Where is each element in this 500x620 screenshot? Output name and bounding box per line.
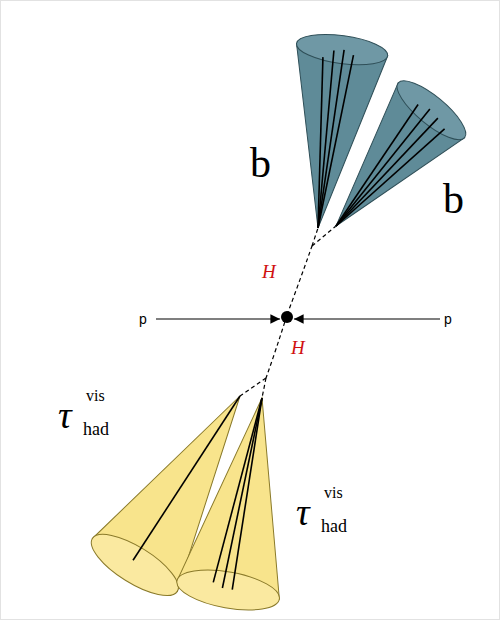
jet-label: b (443, 178, 464, 220)
jet-label: b (250, 142, 271, 184)
subscript: had (321, 517, 347, 535)
superscript: vis (324, 485, 343, 501)
tau-jet-cone (174, 389, 313, 617)
tau-symbol: τ (58, 396, 72, 434)
subscript: had (83, 420, 109, 438)
b-jet-cone (303, 72, 474, 253)
tau-symbol: τ (296, 493, 310, 531)
proton-beam (156, 318, 280, 319)
superscript: vis (86, 388, 105, 404)
particle-label: H (291, 338, 305, 357)
b-jet-cone (272, 30, 389, 235)
proton-beam (294, 318, 440, 319)
beam-label: p (444, 312, 452, 326)
beam-label: p (139, 312, 147, 326)
particle-label: H (262, 262, 276, 281)
interaction-point (281, 311, 293, 323)
higgs-lines (240, 226, 336, 398)
